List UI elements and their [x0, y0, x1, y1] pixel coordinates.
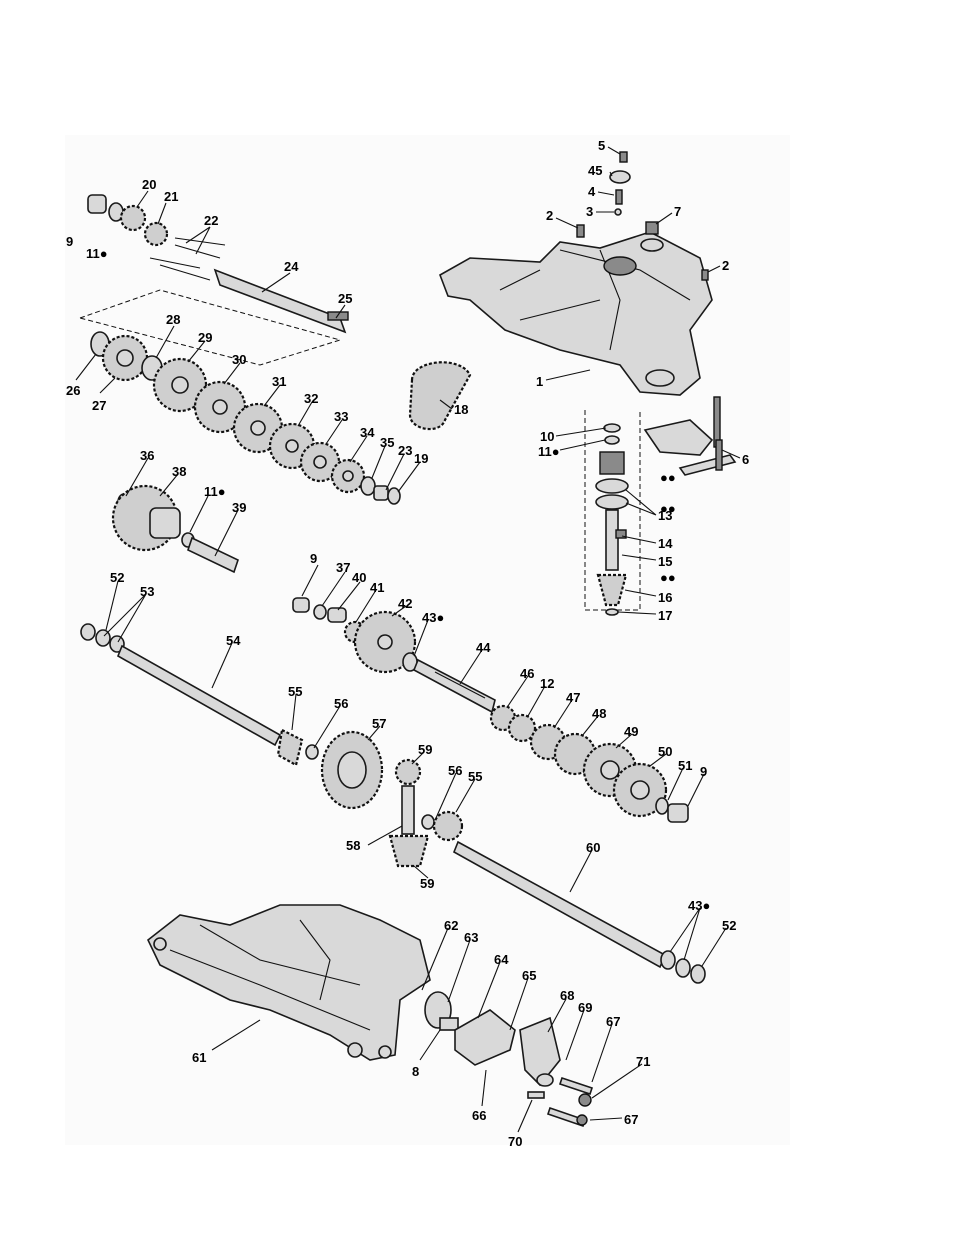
label-65: 65	[522, 968, 536, 983]
label-dots-a: ●●	[660, 470, 676, 485]
label-48: 48	[592, 706, 606, 721]
label-63: 63	[464, 930, 478, 945]
label-7: 7	[674, 204, 681, 219]
label-33: 33	[334, 409, 348, 424]
label-62: 62	[444, 918, 458, 933]
label-4: 4	[588, 184, 596, 199]
upper-housing	[440, 232, 712, 395]
label-56-left: 56	[334, 696, 348, 711]
label-3: 3	[586, 204, 593, 219]
label-26: 26	[66, 383, 80, 398]
label-34: 34	[360, 425, 375, 440]
bull-gear-57	[322, 732, 462, 866]
label-11-top: 11●	[86, 246, 108, 261]
label-37: 37	[336, 560, 350, 575]
label-28: 28	[166, 312, 180, 327]
label-67-top: 67	[606, 1014, 620, 1029]
label-9-mid: 9	[310, 551, 317, 566]
label-44: 44	[476, 640, 491, 655]
label-15: 15	[658, 554, 672, 569]
gear-stack-46-51	[491, 706, 688, 822]
label-42: 42	[398, 596, 412, 611]
brake-assembly	[425, 992, 592, 1126]
label-52-left: 52	[110, 570, 124, 585]
label-50: 50	[658, 744, 672, 759]
label-5: 5	[598, 138, 605, 153]
label-21: 21	[164, 189, 178, 204]
label-38: 38	[172, 464, 186, 479]
axle-shaft-60	[454, 842, 705, 983]
label-25: 25	[338, 291, 352, 306]
label-9-right: 9	[700, 764, 707, 779]
label-8: 8	[412, 1064, 419, 1079]
label-6: 6	[742, 452, 749, 467]
label-69: 69	[578, 1000, 592, 1015]
lower-housing	[148, 905, 430, 1060]
label-60: 60	[586, 840, 600, 855]
label-14: 14	[658, 536, 673, 551]
label-61: 61	[192, 1050, 206, 1065]
label-19: 19	[414, 451, 428, 466]
label-67-bottom: 67	[624, 1112, 638, 1127]
label-2a: 2	[546, 208, 553, 223]
label-17: 17	[658, 608, 672, 623]
label-9-top: 9	[66, 234, 73, 249]
label-39: 39	[232, 500, 246, 515]
label-53: 53	[140, 584, 154, 599]
label-31: 31	[272, 374, 286, 389]
label-11-upper-right: 11●	[538, 444, 560, 459]
label-47: 47	[566, 690, 580, 705]
label-30: 30	[232, 352, 246, 367]
shift-bracket	[645, 397, 735, 475]
label-64: 64	[494, 952, 509, 967]
label-71: 71	[636, 1054, 650, 1069]
label-2b: 2	[722, 258, 729, 273]
label-43-mid: 43●	[422, 610, 444, 625]
label-55-left: 55	[288, 684, 302, 699]
label-59-top: 59	[418, 742, 432, 757]
label-12: 12	[540, 676, 554, 691]
label-32: 32	[304, 391, 318, 406]
drive-chain	[410, 362, 470, 429]
label-55-right: 55	[468, 769, 482, 784]
label-70: 70	[508, 1134, 522, 1149]
label-46: 46	[520, 666, 534, 681]
label-11-mid: 11●	[204, 484, 226, 499]
label-56-right: 56	[448, 763, 462, 778]
label-66: 66	[472, 1108, 486, 1123]
label-36: 36	[140, 448, 154, 463]
label-68: 68	[560, 988, 574, 1003]
label-35: 35	[380, 435, 394, 450]
label-45: 45	[588, 163, 602, 178]
label-16: 16	[658, 590, 672, 605]
label-40: 40	[352, 570, 366, 585]
label-57: 57	[372, 716, 386, 731]
label-29: 29	[198, 330, 212, 345]
label-59-bottom: 59	[420, 876, 434, 891]
label-20: 20	[142, 177, 156, 192]
label-23: 23	[398, 443, 412, 458]
label-49: 49	[624, 724, 638, 739]
shift-shaft-assembly	[585, 410, 640, 615]
label-41: 41	[370, 580, 384, 595]
label-54: 54	[226, 633, 241, 648]
label-10: 10	[540, 429, 554, 444]
label-24: 24	[284, 259, 299, 274]
label-1: 1	[536, 374, 543, 389]
label-43-right: 43●	[688, 898, 710, 913]
label-dots-c: ●●	[660, 501, 676, 516]
label-dots-b: ●●	[660, 570, 676, 585]
axle-shaft-54	[81, 624, 318, 765]
label-18: 18	[454, 402, 468, 417]
label-51: 51	[678, 758, 692, 773]
label-58: 58	[346, 838, 360, 853]
label-27: 27	[92, 398, 106, 413]
label-22: 22	[204, 213, 218, 228]
label-52-right: 52	[722, 918, 736, 933]
